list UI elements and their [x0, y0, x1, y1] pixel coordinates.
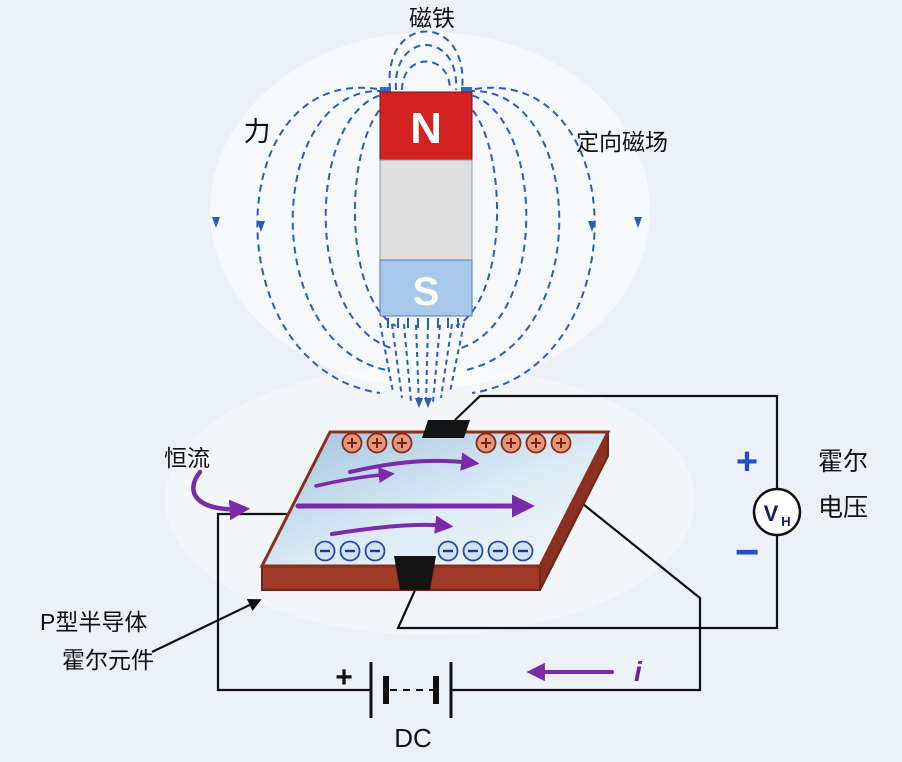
label-semiconductor-line1: P型半导体: [40, 609, 147, 635]
magnet-body: [379, 159, 473, 261]
carrier-drift-arrows: [295, 452, 535, 536]
positive-charge: [500, 432, 522, 454]
positive-charge: [341, 432, 363, 454]
magnet-top-right-cap: [461, 87, 472, 94]
dc-battery: +: [335, 661, 453, 718]
wire-meter-to-bottom-contact: [396, 535, 779, 630]
positive-charge: [475, 432, 497, 454]
magnet-top-left-cap: [380, 87, 391, 94]
semiconductor-pointer-arrow: [151, 599, 262, 653]
negative-charge: [364, 540, 386, 562]
negative-charge: [339, 540, 361, 562]
label-hall-line1: 霍尔: [818, 448, 868, 476]
constant-current-arrow: [191, 469, 251, 521]
battery-plus-sign: +: [335, 661, 353, 694]
label-magnet: 磁铁: [409, 5, 455, 31]
hall-plus-terminal: +: [736, 441, 758, 483]
magnet-group: N S: [379, 87, 473, 317]
voltmeter-symbol: V: [764, 501, 779, 526]
current-symbol-label: i: [634, 656, 643, 687]
wire-battery-to-slab-right: [451, 499, 702, 692]
negative-charge: [462, 540, 484, 562]
field-direction-arrows: [212, 217, 642, 408]
top-electrode: [422, 420, 470, 438]
bottom-electrode: [394, 556, 436, 590]
negative-charge: [314, 540, 336, 562]
magnet-north-pole: [379, 91, 473, 161]
current-direction: i: [526, 656, 643, 687]
positive-charge: [391, 432, 413, 454]
south-pole-label: S: [413, 270, 440, 314]
negative-charge: [437, 540, 459, 562]
negative-charges: [314, 540, 534, 562]
voltmeter-circle: [752, 487, 802, 537]
positive-charges: [341, 432, 572, 454]
negative-charge: [512, 540, 534, 562]
label-directional-field: 定向磁场: [576, 129, 668, 155]
negative-charge: [487, 540, 509, 562]
semiconductor-slab: [259, 420, 611, 591]
voltmeter-subscript: H: [781, 514, 790, 529]
pole-flux-ticks: [387, 318, 459, 328]
wire-top-contact-to-meter: [454, 394, 779, 489]
diagram-labels: 磁铁 力 定向磁场 恒流 霍尔 电压 P型半导体 霍尔元件 DC: [40, 5, 868, 753]
label-semiconductor-line2: 霍尔元件: [62, 647, 154, 673]
hall-voltmeter: V H + −: [735, 441, 802, 575]
positive-charge: [550, 432, 572, 454]
north-pole-label: N: [410, 104, 442, 153]
label-force: 力: [244, 117, 271, 147]
label-dc: DC: [394, 723, 432, 753]
magnet-south-pole: [379, 259, 473, 317]
magnetic-field-lines: [212, 30, 642, 408]
hall-minus-terminal: −: [735, 528, 760, 575]
label-hall-line2: 电压: [818, 494, 868, 522]
positive-charge: [366, 432, 388, 454]
positive-charge: [525, 432, 547, 454]
wire-slab-to-battery-left: [216, 512, 371, 692]
label-constant-current: 恒流: [164, 445, 210, 471]
